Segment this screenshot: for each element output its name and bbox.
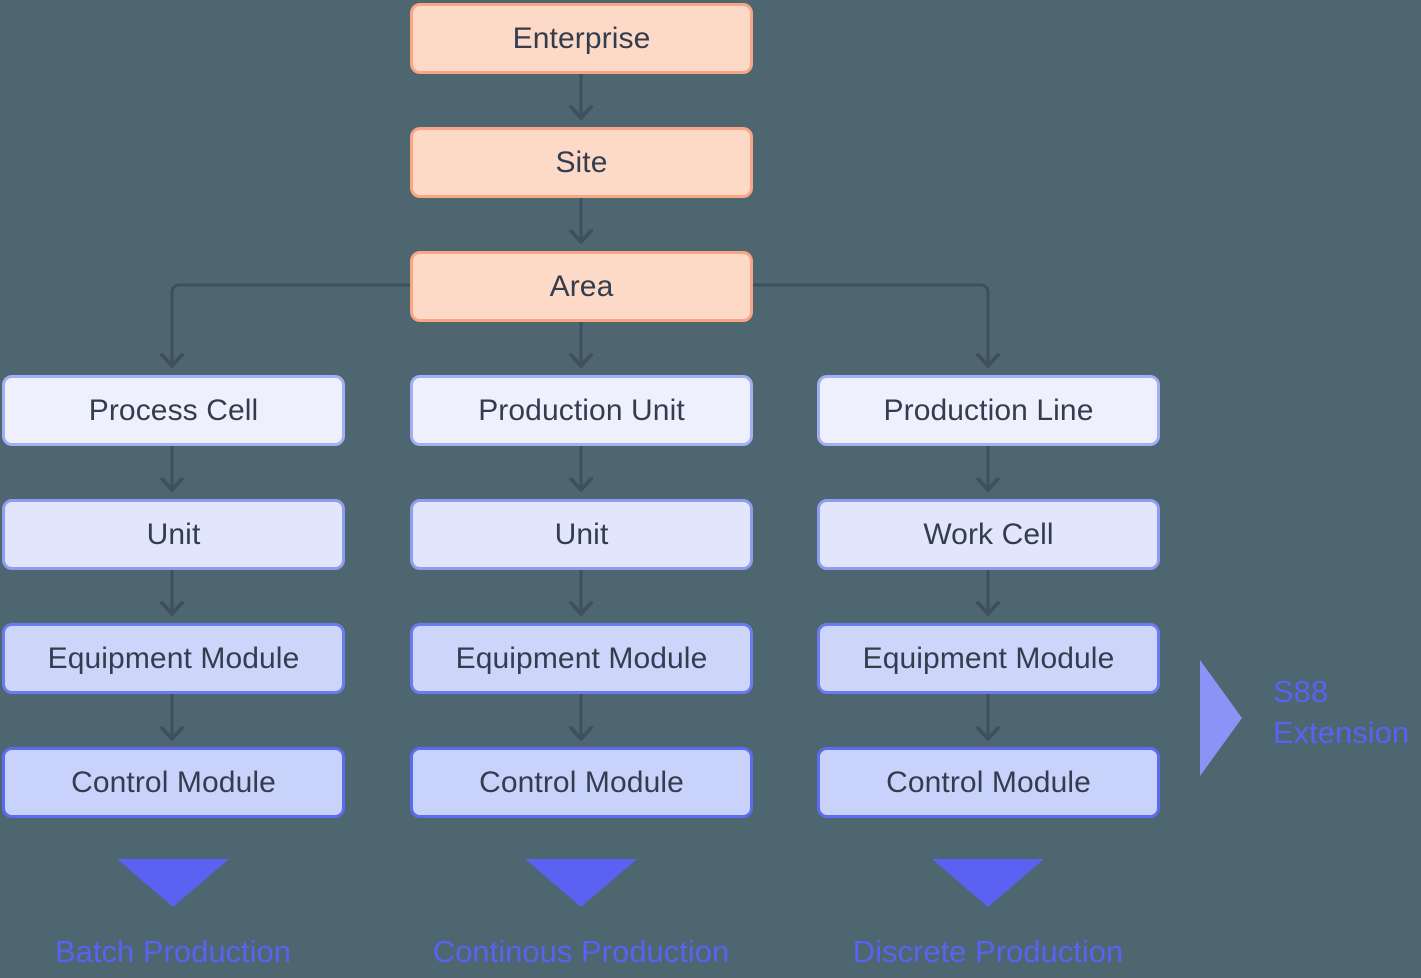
discrete-outcome-arrow-icon bbox=[929, 856, 1047, 910]
s88-extension-line2: Extension bbox=[1273, 714, 1410, 750]
node-label: Control Module bbox=[479, 766, 684, 799]
outcome-label-continuous: Continous Production bbox=[432, 934, 730, 969]
node-equipment-module-batch[interactable]: Equipment Module bbox=[2, 623, 345, 694]
node-unit-continuous[interactable]: Unit bbox=[410, 499, 753, 570]
node-production-unit[interactable]: Production Unit bbox=[410, 375, 753, 446]
node-label: Unit bbox=[146, 518, 201, 551]
node-equipment-module-continuous[interactable]: Equipment Module bbox=[410, 623, 753, 694]
outcome-label-discrete: Discrete Production bbox=[852, 934, 1124, 969]
node-area[interactable]: Area bbox=[410, 251, 753, 322]
node-control-module-continuous[interactable]: Control Module bbox=[410, 747, 753, 818]
node-label: Production Unit bbox=[478, 394, 685, 427]
node-site[interactable]: Site bbox=[410, 127, 753, 198]
node-unit-batch[interactable]: Unit bbox=[2, 499, 345, 570]
node-label: Area bbox=[549, 270, 614, 303]
node-label: Site bbox=[555, 146, 608, 179]
node-production-line[interactable]: Production Line bbox=[817, 375, 1160, 446]
node-process-cell[interactable]: Process Cell bbox=[2, 375, 345, 446]
s88-extension-arrow-icon bbox=[1196, 656, 1246, 780]
node-work-cell[interactable]: Work Cell bbox=[817, 499, 1160, 570]
batch-outcome-arrow-icon bbox=[114, 856, 232, 910]
node-label: Enterprise bbox=[512, 22, 651, 55]
node-label: Production Line bbox=[883, 394, 1094, 427]
node-label: Equipment Module bbox=[862, 642, 1115, 675]
node-label: Work Cell bbox=[923, 518, 1054, 551]
s88-extension-line1: S88 bbox=[1273, 674, 1329, 709]
outcome-label-batch: Batch Production bbox=[54, 934, 292, 969]
node-label: Equipment Module bbox=[455, 642, 708, 675]
node-equipment-module-discrete[interactable]: Equipment Module bbox=[817, 623, 1160, 694]
continuous-outcome-arrow-icon bbox=[522, 856, 640, 910]
node-label: Process Cell bbox=[88, 394, 259, 427]
s88-extension-label: S88 Extension bbox=[1273, 672, 1409, 754]
node-label: Equipment Module bbox=[47, 642, 300, 675]
node-label: Unit bbox=[554, 518, 609, 551]
node-enterprise[interactable]: Enterprise bbox=[410, 3, 753, 74]
node-control-module-discrete[interactable]: Control Module bbox=[817, 747, 1160, 818]
node-label: Control Module bbox=[886, 766, 1091, 799]
node-label: Control Module bbox=[71, 766, 276, 799]
node-control-module-batch[interactable]: Control Module bbox=[2, 747, 345, 818]
